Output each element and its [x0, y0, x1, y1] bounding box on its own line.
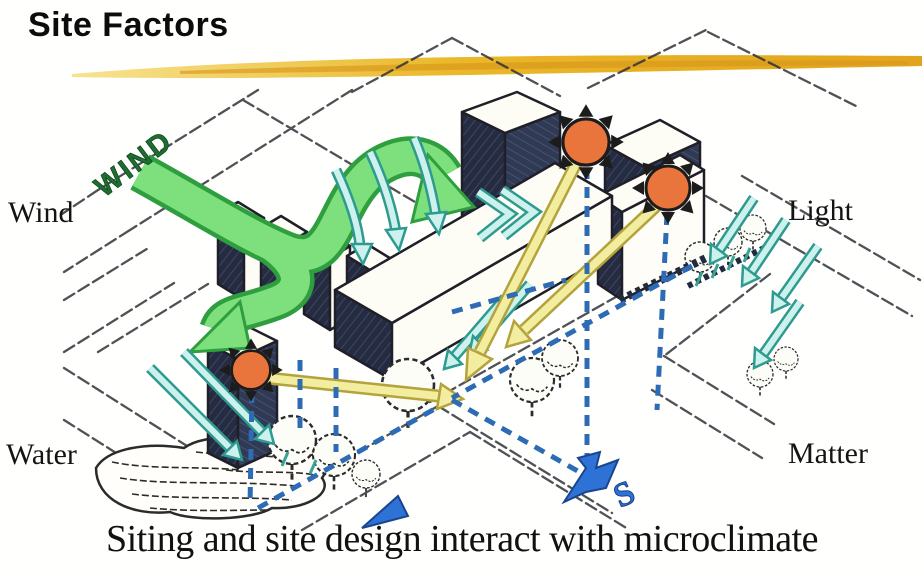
- label-matter: Matter: [788, 437, 868, 470]
- pond: [94, 436, 327, 520]
- sun-icon: [546, 102, 626, 182]
- flow-dashes: [247, 168, 694, 511]
- sunbeam-arrows: [267, 147, 673, 411]
- label-light: Light: [788, 194, 853, 227]
- south-arrow-icon: [561, 450, 620, 505]
- runoff-arrow-icon: [361, 494, 410, 529]
- gold-brush-underline: [72, 55, 922, 79]
- tree-icon: [773, 346, 799, 381]
- page-title: Site Factors: [28, 6, 229, 44]
- label-water: Water: [6, 438, 77, 471]
- south-marker-label: S: [608, 474, 640, 515]
- wind-arrow-icon: [130, 136, 477, 354]
- sun-icon: [218, 337, 284, 403]
- sun-icon: [630, 150, 706, 226]
- caption: Siting and site design interact with mic…: [105, 518, 819, 560]
- label-wind: Wind: [8, 196, 74, 229]
